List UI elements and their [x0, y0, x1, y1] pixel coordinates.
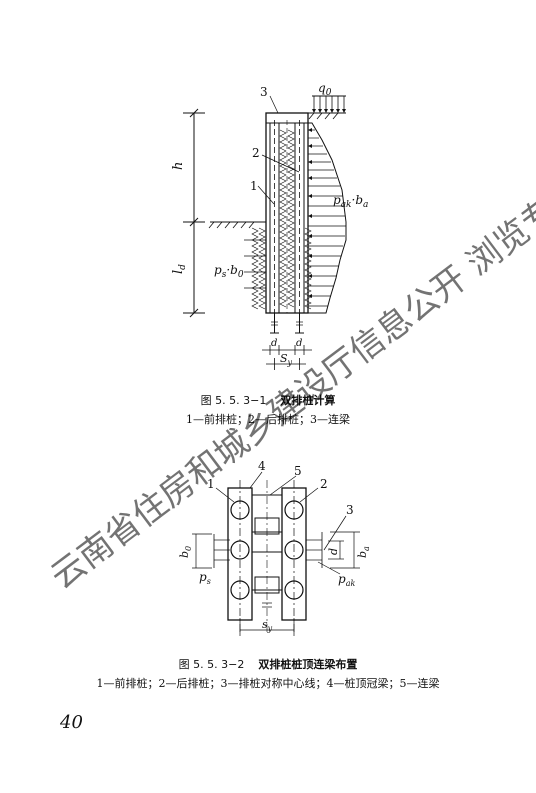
figure-2-title: 双排桩桩顶连梁布置 [258, 658, 358, 671]
label-2: 2 [320, 477, 328, 491]
label-h: h [171, 162, 186, 170]
figure-1-double-row-pile-calculation: 3 2 1 q0 h ld pak·ba ps·b0 d d Sy [171, 81, 368, 370]
figure-1-number: 图 5. 5. 3−1 [200, 394, 267, 407]
label-b0: b0 [178, 546, 193, 558]
label-1: 1 [250, 179, 258, 193]
label-sy: Sy [280, 352, 293, 367]
label-d: d [327, 548, 340, 555]
label-4: 4 [258, 459, 266, 473]
figure-2-cap-beam-layout: 1 2 3 4 5 b0 ba d ps pak sy [178, 459, 371, 636]
label-d-rear: d [296, 338, 302, 349]
label-pak: pak [338, 572, 355, 588]
label-ld: ld [171, 264, 188, 274]
figure-2-caption: 图 5. 5. 3−2 双排桩桩顶连梁布置 [0, 656, 536, 672]
label-q0: q0 [318, 81, 332, 98]
label-sy: sy [262, 618, 273, 633]
figure-1-caption: 图 5. 5. 3−1 双排桩计算 [0, 392, 536, 408]
label-ps: ps [199, 570, 211, 586]
page-number: 40 [60, 712, 83, 733]
figure-1-title: 双排桩计算 [280, 394, 336, 407]
figure-2-legend: 1—前排桩；2—后排桩；3—排桩对称中心线；4—桩顶冠梁；5—连梁 [96, 677, 440, 690]
figure-1-legend: 1—前排桩；2—后排桩；3—连梁 [186, 413, 350, 426]
label-d-front: d [271, 338, 277, 349]
label-3: 3 [260, 85, 268, 99]
label-3: 3 [346, 503, 354, 517]
label-ps-b0: ps·b0 [214, 263, 244, 280]
label-5: 5 [294, 464, 302, 478]
label-pak-ba: pak·ba [333, 193, 368, 210]
label-1: 1 [207, 477, 215, 491]
label-ba: ba [356, 546, 371, 558]
label-2: 2 [252, 146, 260, 160]
figure-2-number: 图 5. 5. 3−2 [178, 658, 245, 671]
